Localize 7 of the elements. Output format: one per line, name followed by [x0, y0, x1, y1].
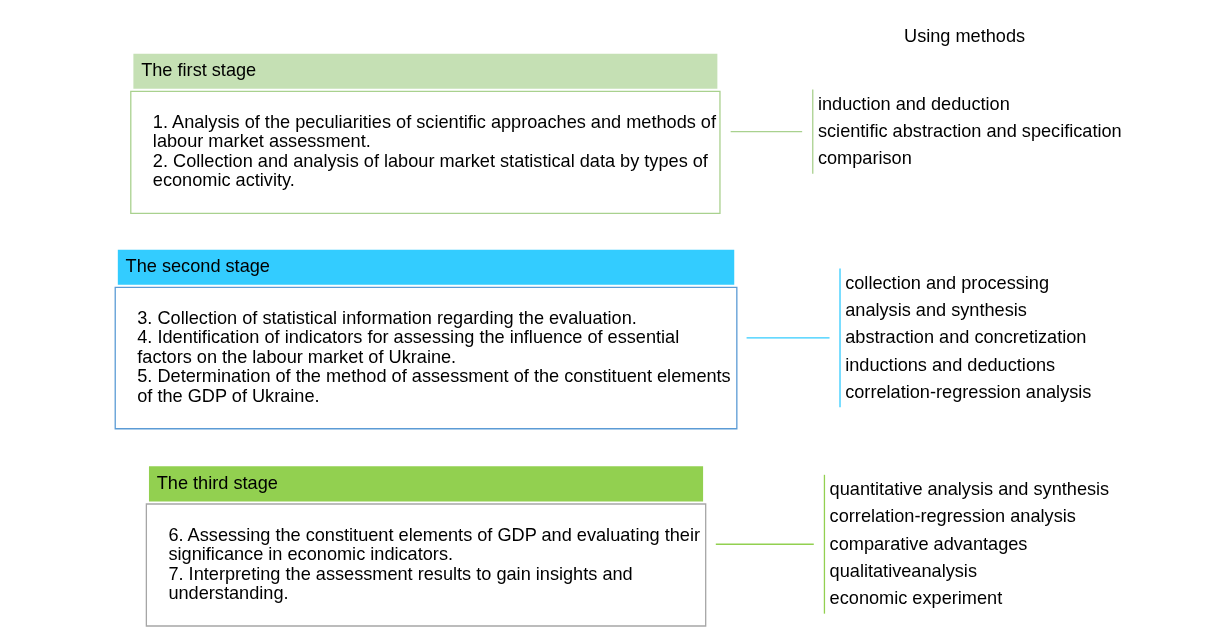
node-text: quantitative analysis and synthesis correlation-regression analysis comparative advantages qualitativeanalysis economic experiment: [829, 479, 1109, 609]
label: Using methods: [903, 25, 1025, 46]
connector: [729, 130, 803, 133]
connector: [714, 543, 814, 545]
connector: [745, 337, 830, 339]
node-text: induction and deduction scientific abstraction and specification comparison: [817, 93, 1122, 169]
node-text: collection and processing analysis and synthesis abstraction and concretization inductions and deductions correlation-regression analysis: [844, 272, 1091, 402]
